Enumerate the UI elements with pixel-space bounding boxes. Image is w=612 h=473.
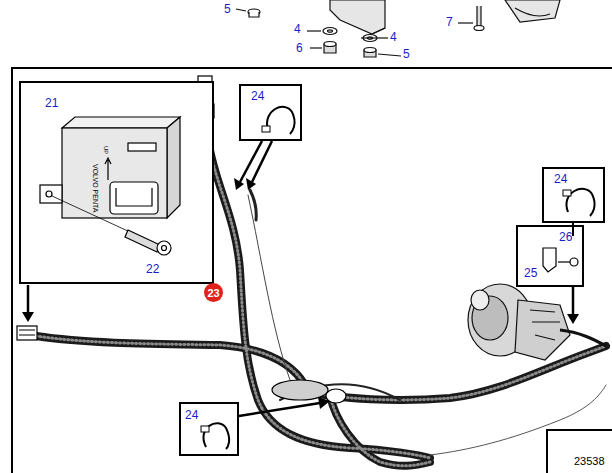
- callout-number: 26: [559, 230, 572, 244]
- callout-number: 24: [251, 89, 264, 103]
- callout-number: 4: [390, 30, 397, 44]
- callout-number: 24: [185, 408, 198, 422]
- callout-circle: 23: [204, 283, 223, 302]
- callout-number: 21: [45, 96, 58, 110]
- callout-number: 24: [554, 172, 567, 186]
- callout-number: 6: [296, 41, 303, 55]
- callout-number: 5: [224, 2, 231, 16]
- callout-number: 7: [446, 15, 453, 29]
- frame: [12, 68, 612, 473]
- callout-number: 5: [403, 47, 410, 61]
- callout-number: 22: [146, 262, 159, 276]
- callout-number: 25: [524, 266, 537, 280]
- connector: [17, 76, 346, 403]
- brand-text: VOLVO PENTA: [91, 164, 100, 212]
- callout-number: 4: [294, 22, 301, 36]
- figure-number: 23538: [574, 455, 605, 468]
- callout-number: 23: [207, 286, 219, 300]
- inset-box: 26 25: [517, 226, 583, 286]
- inset-box: 24: [240, 85, 301, 140]
- inset-box: 21 22: [20, 82, 213, 283]
- frame-box: [547, 430, 612, 473]
- control-unit: [40, 117, 180, 255]
- inset-box: 24: [180, 403, 238, 455]
- top-hardware: [236, 0, 560, 57]
- inset-borders: [20, 82, 604, 455]
- alternator: [468, 284, 606, 360]
- leader-arrow: [22, 141, 579, 416]
- clip-symbol: [201, 107, 595, 449]
- inset-frames: [20, 82, 604, 455]
- marking-text: UP: [102, 146, 110, 154]
- inset-box: 24: [543, 168, 604, 222]
